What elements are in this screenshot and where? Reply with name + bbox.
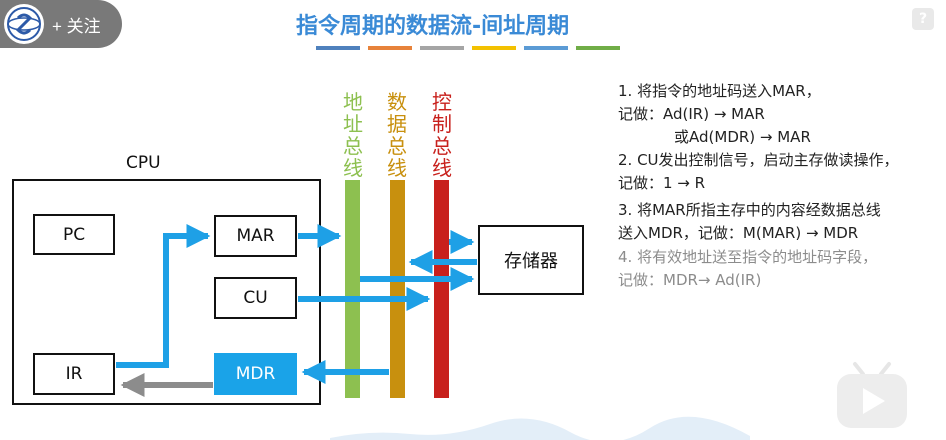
note-line-8: 4. 将有效地址送至指令的地址码字段，	[618, 248, 878, 266]
address-bus-label: 地址总线	[341, 91, 365, 179]
ir-to-mar-arrow	[116, 224, 211, 368]
note-line-3: 或Ad(MDR) → MAR	[674, 128, 811, 146]
control-bus-label-char: 线	[432, 156, 452, 180]
cpu-frame	[12, 179, 321, 405]
cu-register: CU	[214, 277, 297, 319]
control-bus-label-char: 控	[432, 90, 452, 114]
control-bus-label-char: 总	[432, 134, 452, 158]
address-bus-label-char: 址	[343, 112, 363, 136]
title-color-strip	[316, 46, 620, 50]
data-bus	[390, 180, 405, 398]
note-line-7: 送入MDR，记做：M(MAR) → MDR	[618, 224, 859, 242]
note-line-1: 1. 将指令的地址码送入MAR，	[618, 82, 821, 100]
color-strip-segment	[316, 46, 360, 50]
mar-register: MAR	[214, 215, 297, 257]
data-bus-label-char: 据	[387, 112, 407, 136]
data-bus-label-char: 线	[387, 156, 407, 180]
control-bus-label-char: 制	[432, 112, 452, 136]
address-bus-label-char: 总	[343, 134, 363, 158]
data-bus-label-char: 总	[387, 134, 407, 158]
pc-register: PC	[33, 214, 115, 255]
help-icon[interactable]: ?	[912, 8, 934, 30]
channel-logo-icon	[4, 4, 44, 44]
note-line-2: 记做：Ad(IR) → MAR	[618, 105, 765, 123]
control-bus	[434, 180, 449, 398]
note-line-4: 2. CU发出控制信号，启动主存做读操作，	[618, 151, 899, 169]
address-bus-label-char: 线	[343, 156, 363, 180]
color-strip-segment	[368, 46, 412, 50]
follow-label: + 关注	[52, 16, 101, 36]
slide-title: 指令周期的数据流-间址周期	[296, 14, 570, 39]
follow-button[interactable]: + 关注	[0, 0, 122, 48]
mdr-register: MDR	[214, 353, 297, 395]
cpu-label: CPU	[126, 153, 161, 173]
data-bus-label: 数据总线	[385, 91, 409, 179]
color-strip-segment	[524, 46, 568, 50]
data-bus-label-char: 数	[387, 90, 407, 114]
address-bus-label-char: 地	[343, 90, 363, 114]
play-icon[interactable]	[833, 360, 911, 432]
memory-box: 存储器	[478, 225, 584, 295]
audio-waveform	[330, 416, 750, 440]
color-strip-segment	[576, 46, 620, 50]
address-bus	[345, 180, 360, 398]
note-line-9: 记做：MDR→ Ad(IR)	[618, 271, 762, 289]
color-strip-segment	[472, 46, 516, 50]
color-strip-segment	[420, 46, 464, 50]
note-line-5: 记做：1 → R	[618, 174, 706, 192]
ir-register: IR	[33, 353, 115, 395]
control-bus-label: 控制总线	[430, 91, 454, 179]
note-line-6: 3. 将MAR所指主存中的内容经数据总线	[618, 201, 881, 219]
